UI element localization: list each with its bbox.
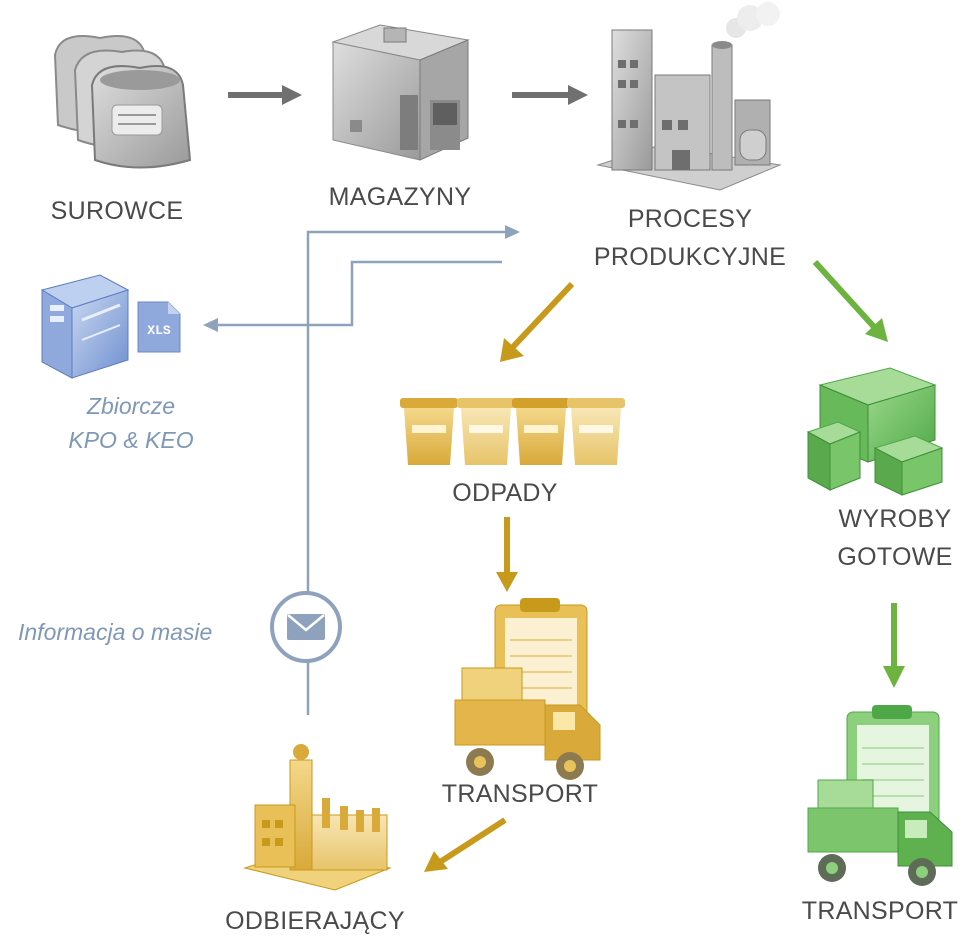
arrow-procesy-odpady xyxy=(500,281,575,362)
label-odpady: ODPADY xyxy=(452,479,558,507)
label-info: Informacja o masie xyxy=(18,619,213,645)
warehouse-icon xyxy=(331,24,470,161)
factory-icon xyxy=(596,2,782,191)
truck-clipboard-icon xyxy=(454,598,601,780)
info-line-to-report xyxy=(203,260,502,332)
label-report-line1: Zbiorcze xyxy=(86,393,176,419)
label-odbierajacy: ODBIERAJĄCY xyxy=(225,907,405,935)
sacks-icon xyxy=(53,35,192,169)
envelope-icon xyxy=(270,591,342,663)
arrow-surowce-magazyny xyxy=(228,85,302,105)
xls-badge: XLS xyxy=(147,323,171,338)
computer-icon xyxy=(40,274,130,379)
label-transport-goods: TRANSPORT xyxy=(801,897,959,925)
truck-clipboard-icon xyxy=(807,705,953,886)
label-procesy-line2: PRODUKCYJNE xyxy=(593,243,787,271)
arrow-wyroby-transport xyxy=(883,603,905,688)
label-transport-waste: TRANSPORT xyxy=(441,780,599,808)
boxes-icon xyxy=(806,367,944,496)
arrow-odpady-transport xyxy=(496,517,518,592)
label-surowce: SUROWCE xyxy=(50,197,184,225)
arrow-magazyny-procesy xyxy=(512,85,588,105)
arrow-transport-odbierajacy xyxy=(424,817,507,872)
label-magazyny: MAGAZYNY xyxy=(328,183,472,211)
waste-bins-icon xyxy=(400,398,625,465)
label-report-line2: KPO & KEO xyxy=(68,427,194,453)
label-wyroby-line1: WYROBY xyxy=(838,505,952,533)
xls-file-icon: XLS xyxy=(137,301,181,353)
recycling-plant-icon xyxy=(243,744,392,891)
label-wyroby-line2: GOTOWE xyxy=(837,543,953,571)
arrow-procesy-wyroby xyxy=(812,259,888,342)
label-procesy-line1: PROCESY xyxy=(627,205,753,233)
info-line-upward xyxy=(306,225,520,715)
